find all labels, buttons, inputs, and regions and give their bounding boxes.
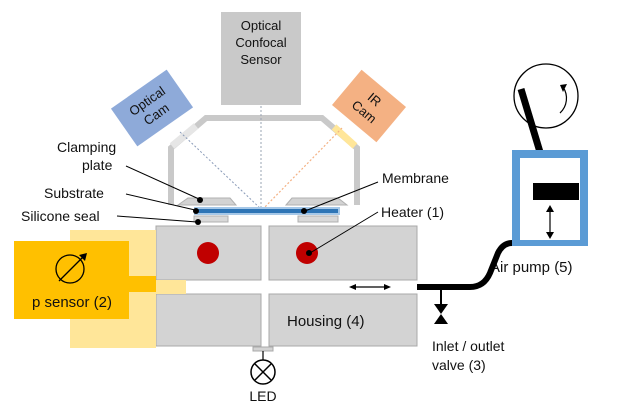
valve-icon: [434, 287, 448, 324]
optical-cam-beam: [179, 131, 263, 211]
confocal-label-1: Optical: [241, 18, 282, 33]
silicone-seal-label: Silicone seal: [21, 208, 100, 224]
beam-paths: [179, 106, 343, 211]
confocal-label-2: Confocal: [235, 35, 286, 50]
led-icon: [250, 351, 276, 385]
air-pump: Air pump (5): [490, 63, 588, 276]
air-tube: [417, 240, 513, 290]
valve-label-2: valve (3): [432, 357, 486, 373]
optical-confocal-sensor: Optical Confocal Sensor: [221, 12, 301, 105]
confocal-label-3: Sensor: [240, 52, 282, 67]
ir-cam-beam: [261, 127, 343, 211]
led-label: LED: [249, 388, 276, 404]
p-sensor-label: p sensor (2): [32, 294, 112, 311]
silicone-seal: [193, 215, 339, 223]
membrane-label: Membrane: [382, 170, 449, 186]
led-window: [252, 346, 274, 352]
heater-label: Heater (1): [381, 204, 444, 220]
double-arrow-icon: [349, 284, 391, 290]
housing-label: Housing (4): [287, 313, 365, 330]
membrane: [196, 209, 338, 213]
clamping-label-2: plate: [82, 157, 113, 173]
pressure-sensor: p sensor (2): [14, 230, 186, 348]
clamping-label-1: Clamping: [57, 139, 116, 155]
valve-label-1: Inlet / outlet: [432, 338, 504, 354]
ir-cam: IR Cam: [332, 69, 406, 143]
ir-cam-window: [331, 124, 358, 149]
pressure-dial-icon: [55, 253, 87, 284]
housing: [155, 225, 418, 352]
optical-frame: [168, 115, 360, 205]
label-pointers: [116, 165, 379, 256]
heater-left: [197, 242, 219, 264]
air-pump-label: Air pump (5): [490, 259, 573, 276]
substrate-label: Substrate: [44, 185, 104, 201]
